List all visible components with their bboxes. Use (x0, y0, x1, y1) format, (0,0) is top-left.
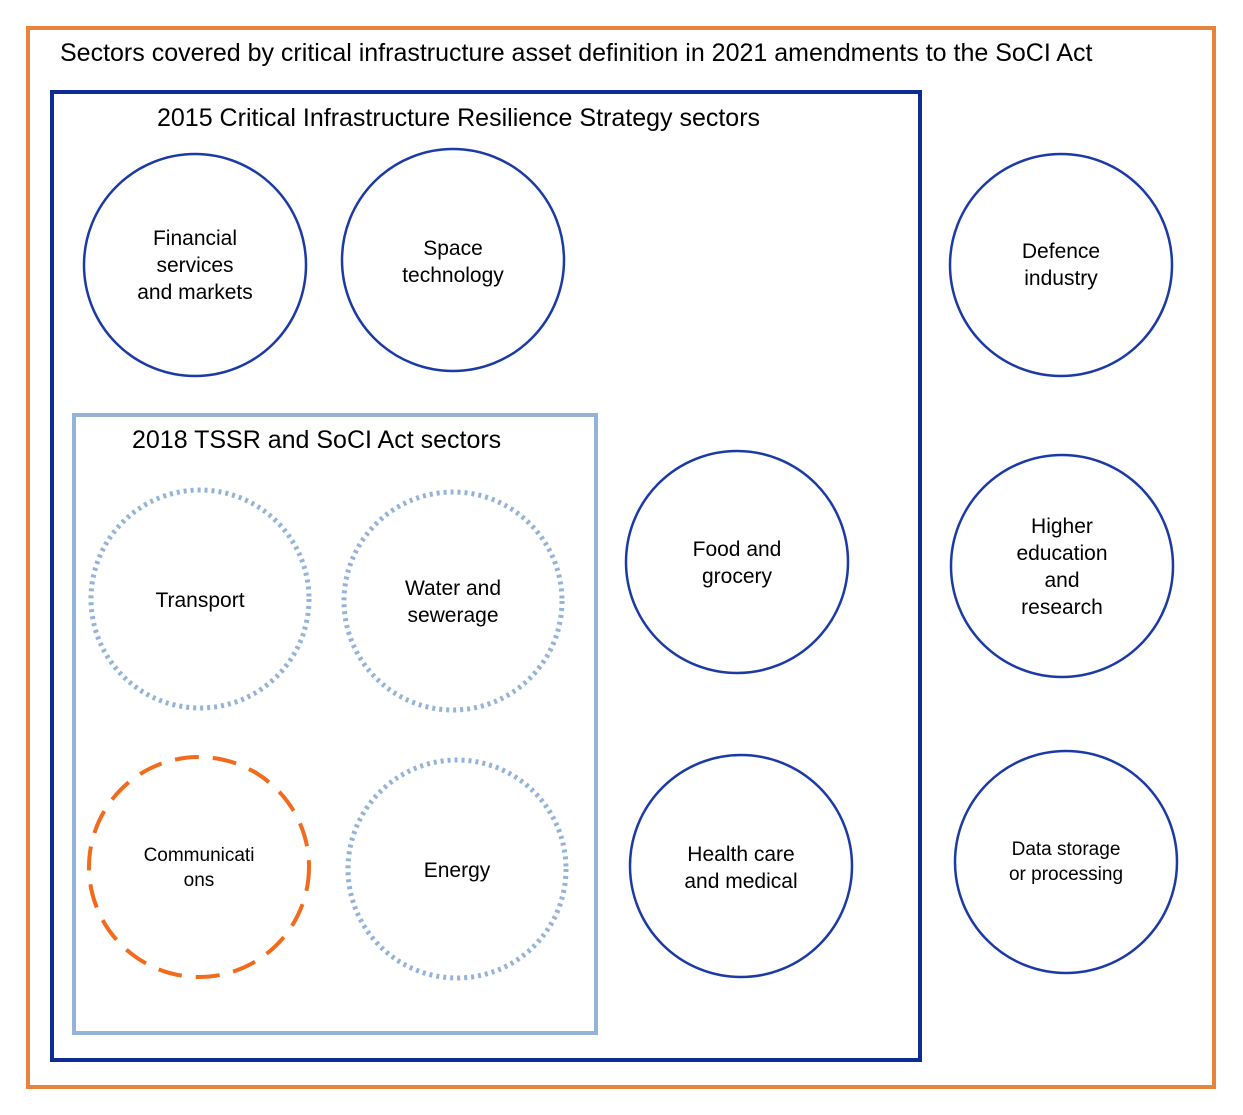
financial-circle (82, 152, 308, 378)
higher-ed-circle (949, 453, 1175, 679)
strategy-2015-title: 2015 Critical Infrastructure Resilience … (157, 104, 761, 132)
defence-label: Defence industry (1021, 240, 1101, 290)
health-circle (628, 753, 854, 979)
space-circle (340, 147, 566, 373)
tssr-2018-frame (72, 413, 598, 1035)
transport-circle (88, 487, 312, 711)
defence-circle (948, 152, 1174, 378)
communications-circle (87, 755, 311, 979)
space-label: Space technology (402, 237, 504, 287)
outer-title: Sectors covered by critical infrastructu… (60, 39, 1093, 67)
food-label: Food and grocery (692, 538, 782, 588)
tssr-2018-title: 2018 TSSR and SoCI Act sectors (132, 426, 502, 454)
strategy-2015-frame (50, 90, 922, 1062)
food-circle (624, 449, 850, 675)
water-circle (341, 489, 565, 713)
outer-frame (26, 26, 1216, 1089)
communications-label: Communicati ons (143, 845, 255, 891)
health-label: Health care and medical (684, 843, 798, 893)
data-circle (953, 749, 1179, 975)
higher-ed-label: Higher education and research (1016, 515, 1108, 619)
water-label: Water and sewerage (404, 577, 502, 627)
data-label: Data storage or processing (1008, 839, 1124, 885)
energy-label: Energy (423, 858, 491, 882)
financial-label: Financial services and markets (137, 226, 253, 304)
energy-circle (345, 757, 569, 981)
transport-label: Transport (155, 588, 245, 612)
